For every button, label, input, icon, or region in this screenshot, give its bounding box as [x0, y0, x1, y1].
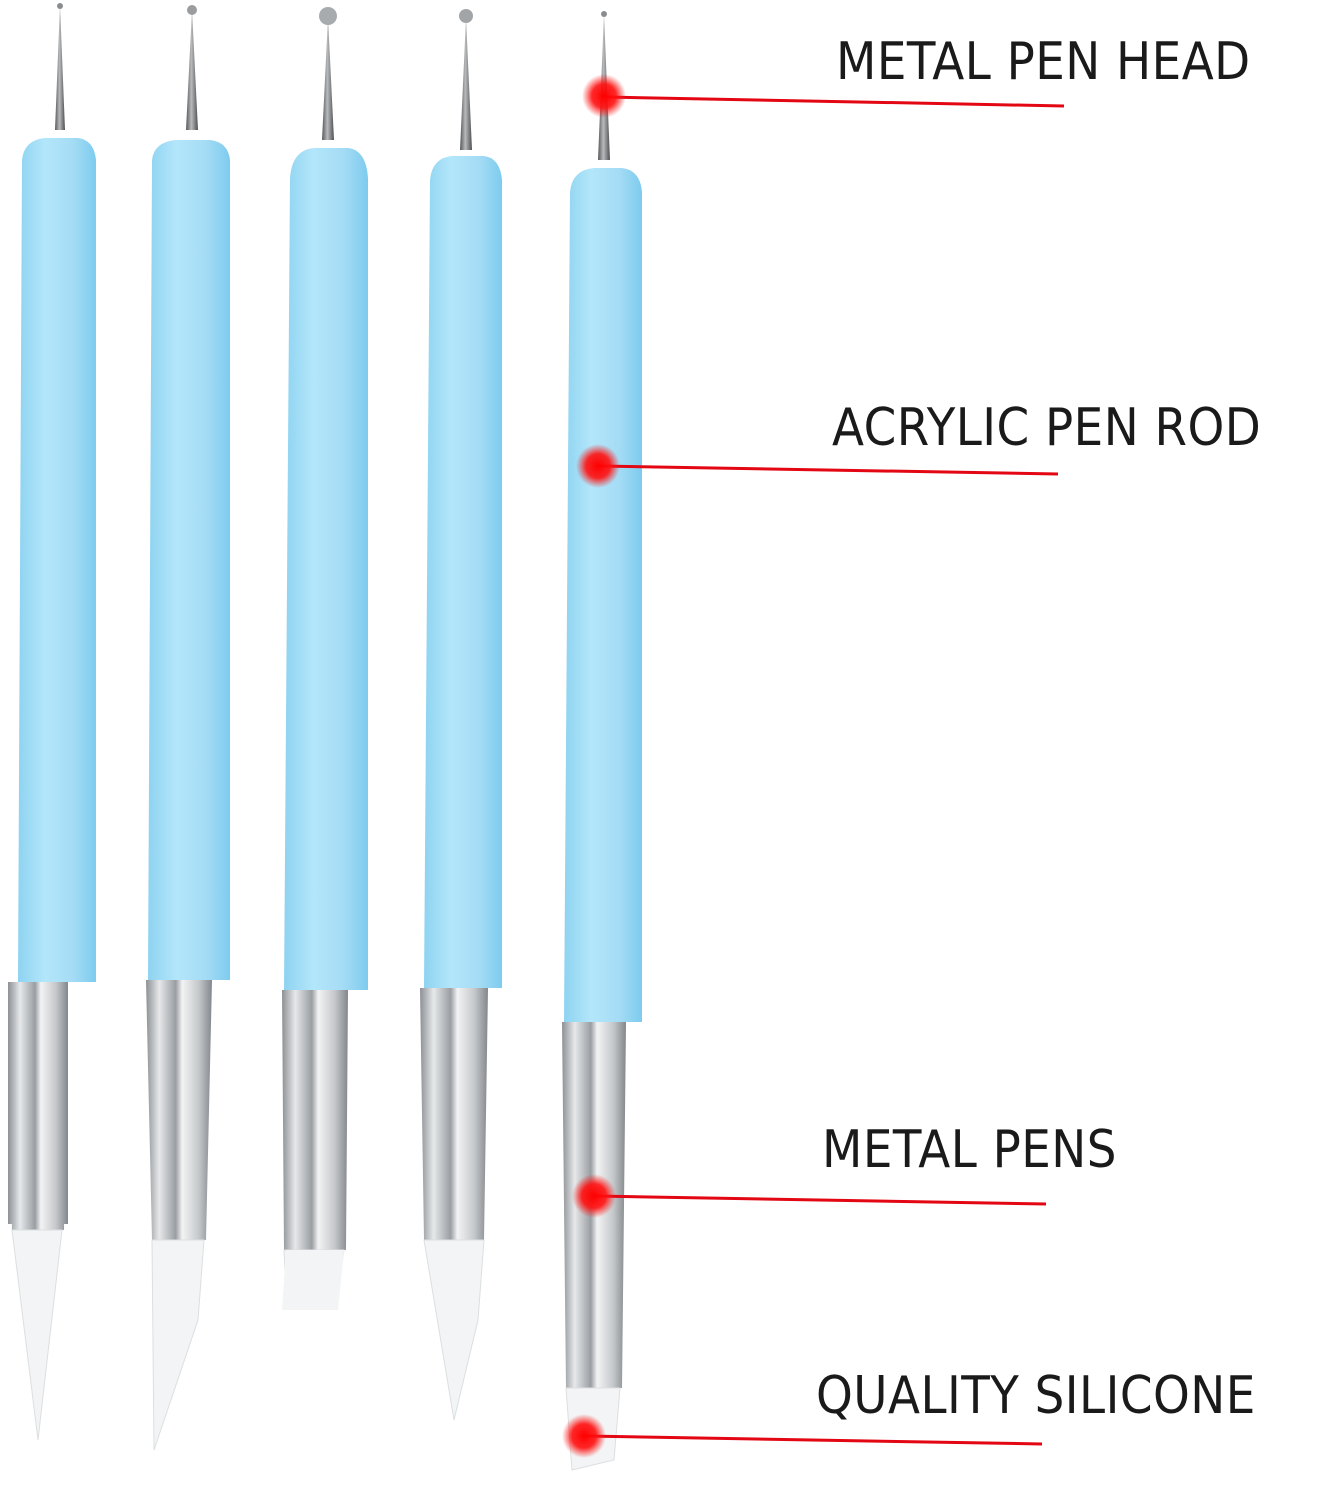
label-metal-pens: METAL PENS	[822, 1120, 1117, 1180]
label-metal-pen-head: METAL PEN HEAD	[836, 32, 1251, 92]
callout-metal-pen-head	[582, 74, 1065, 118]
pen-2	[146, 5, 230, 1451]
callout-quality-silicone	[562, 1414, 1043, 1458]
callout-metal-pens	[572, 1174, 1047, 1218]
pen-1	[8, 3, 96, 1441]
callout-acrylic-pen-rod	[576, 444, 1059, 488]
label-acrylic-pen-rod: ACRYLIC PEN ROD	[832, 398, 1262, 458]
pen-3	[282, 7, 368, 1310]
label-quality-silicone: QUALITY SILICONE	[816, 1366, 1256, 1426]
pen-4	[420, 9, 502, 1421]
pen-5	[562, 11, 642, 1471]
